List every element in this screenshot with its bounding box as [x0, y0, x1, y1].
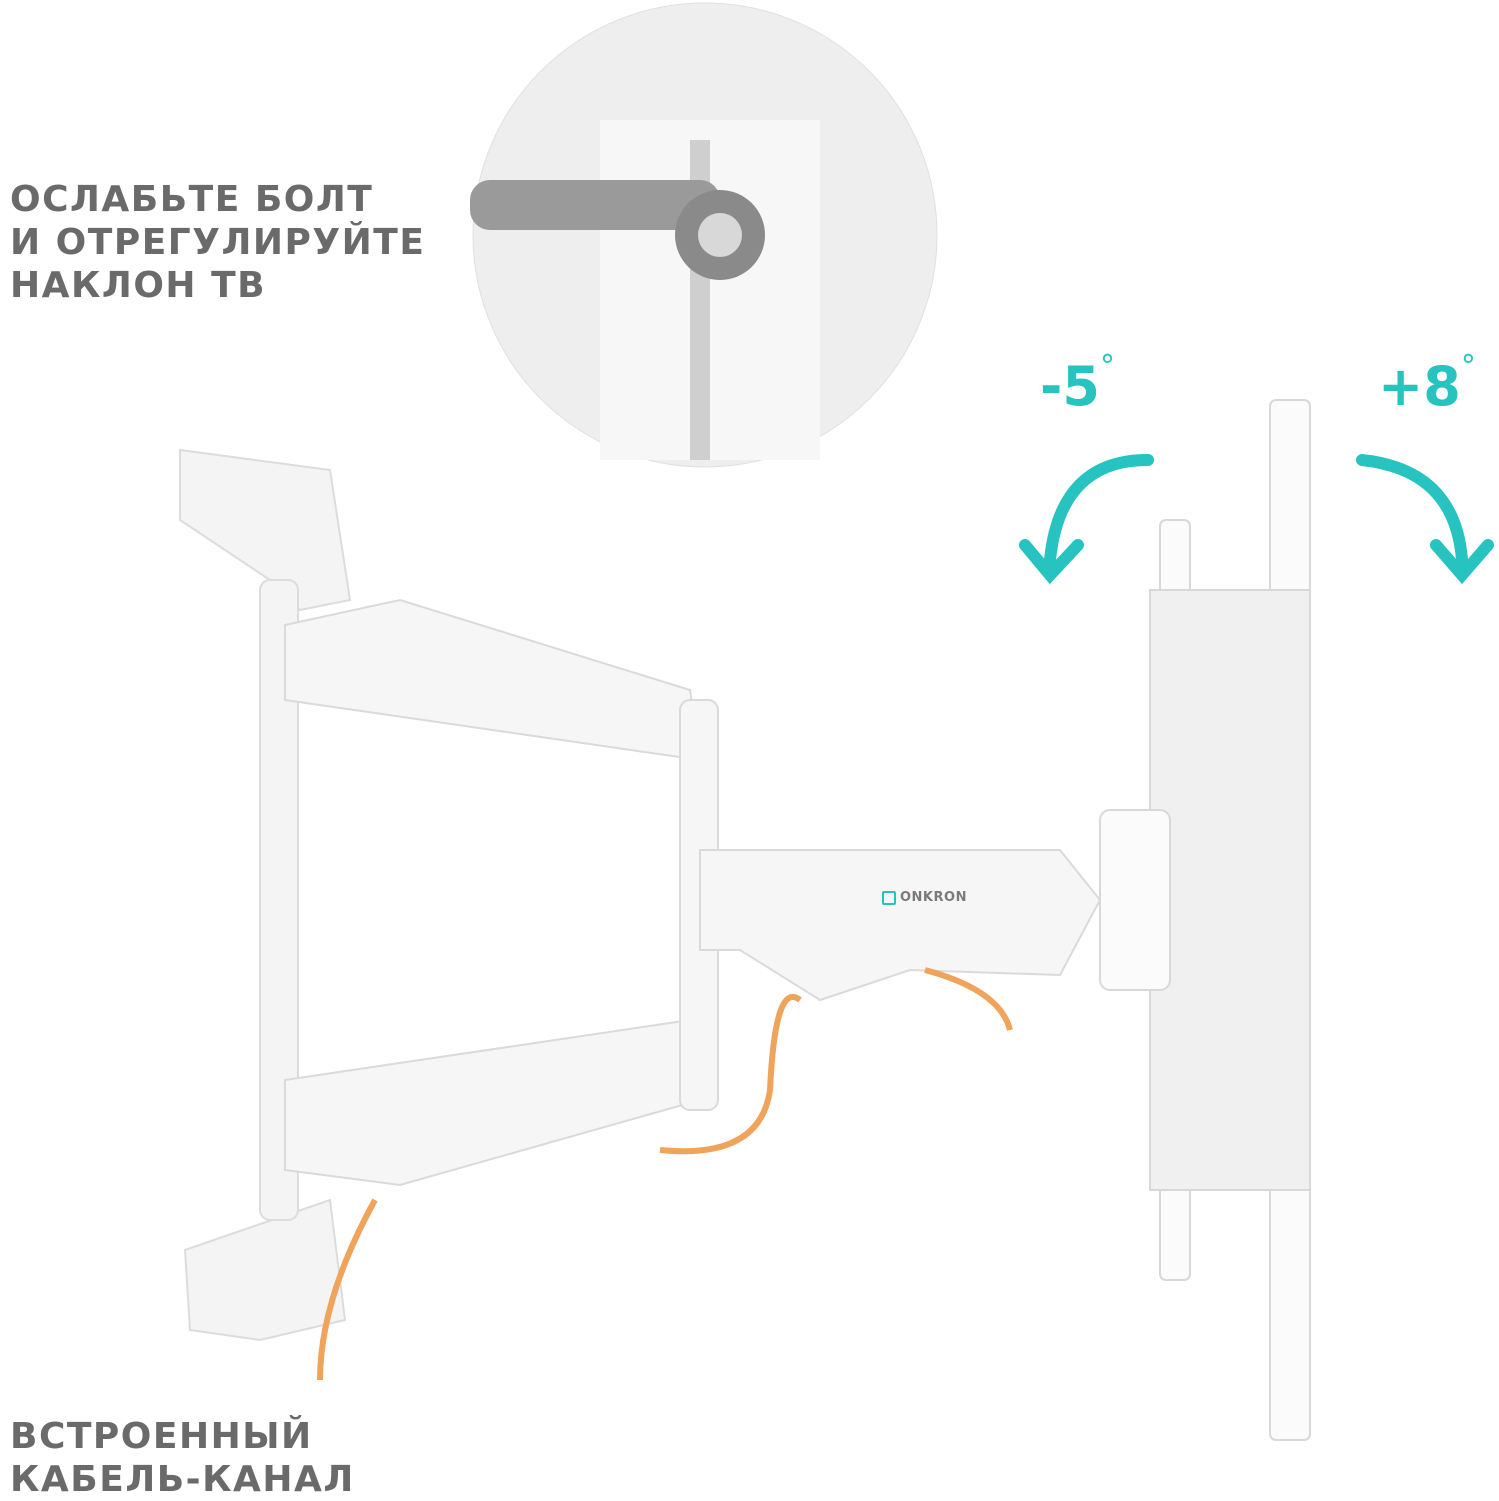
degree-symbol: °: [1460, 349, 1476, 384]
articulating-arms: [284, 598, 1102, 1187]
brand-logo: ONKRON: [882, 890, 967, 905]
tilt-minus-label: -5°: [1040, 349, 1115, 418]
wrench-detail-circle: [470, 2, 938, 468]
tilt-minus-value: -5: [1040, 355, 1100, 418]
tilt-plus-value: +8: [1378, 355, 1461, 418]
tilt-plus-label: +8°: [1378, 349, 1476, 418]
tilt-caption-line-3: НАКЛОН ТВ: [10, 265, 267, 306]
wrench-icon: [470, 180, 720, 230]
tilt-arrows: [1019, 454, 1494, 585]
tilt-caption-line-2: И ОТРЕГУЛИРУЙТЕ: [10, 222, 426, 263]
tilt-down-arrow-icon: [1044, 454, 1154, 566]
cable-caption-line-1: ВСТРОЕННЫЙ: [10, 1416, 313, 1457]
degree-symbol: °: [1100, 349, 1115, 384]
brand-name: ONKRON: [900, 890, 967, 905]
cable-caption-line-2: КАБЕЛЬ-КАНАЛ: [10, 1459, 355, 1500]
cable-caption: ВСТРОЕННЫЙ КАБЕЛЬ-КАНАЛ: [10, 1415, 355, 1501]
wall-plate: [179, 448, 352, 1342]
onkron-logo-icon: [882, 890, 896, 905]
tilt-caption: ОСЛАБЬТЕ БОЛТ И ОТРЕГУЛИРУЙТЕ НАКЛОН ТВ: [10, 178, 425, 307]
tv-bracket: [1099, 399, 1311, 1441]
tilt-caption-line-1: ОСЛАБЬТЕ БОЛТ: [10, 179, 374, 220]
tilt-up-arrow-icon: [1356, 454, 1468, 566]
cable: [317, 967, 1013, 1381]
